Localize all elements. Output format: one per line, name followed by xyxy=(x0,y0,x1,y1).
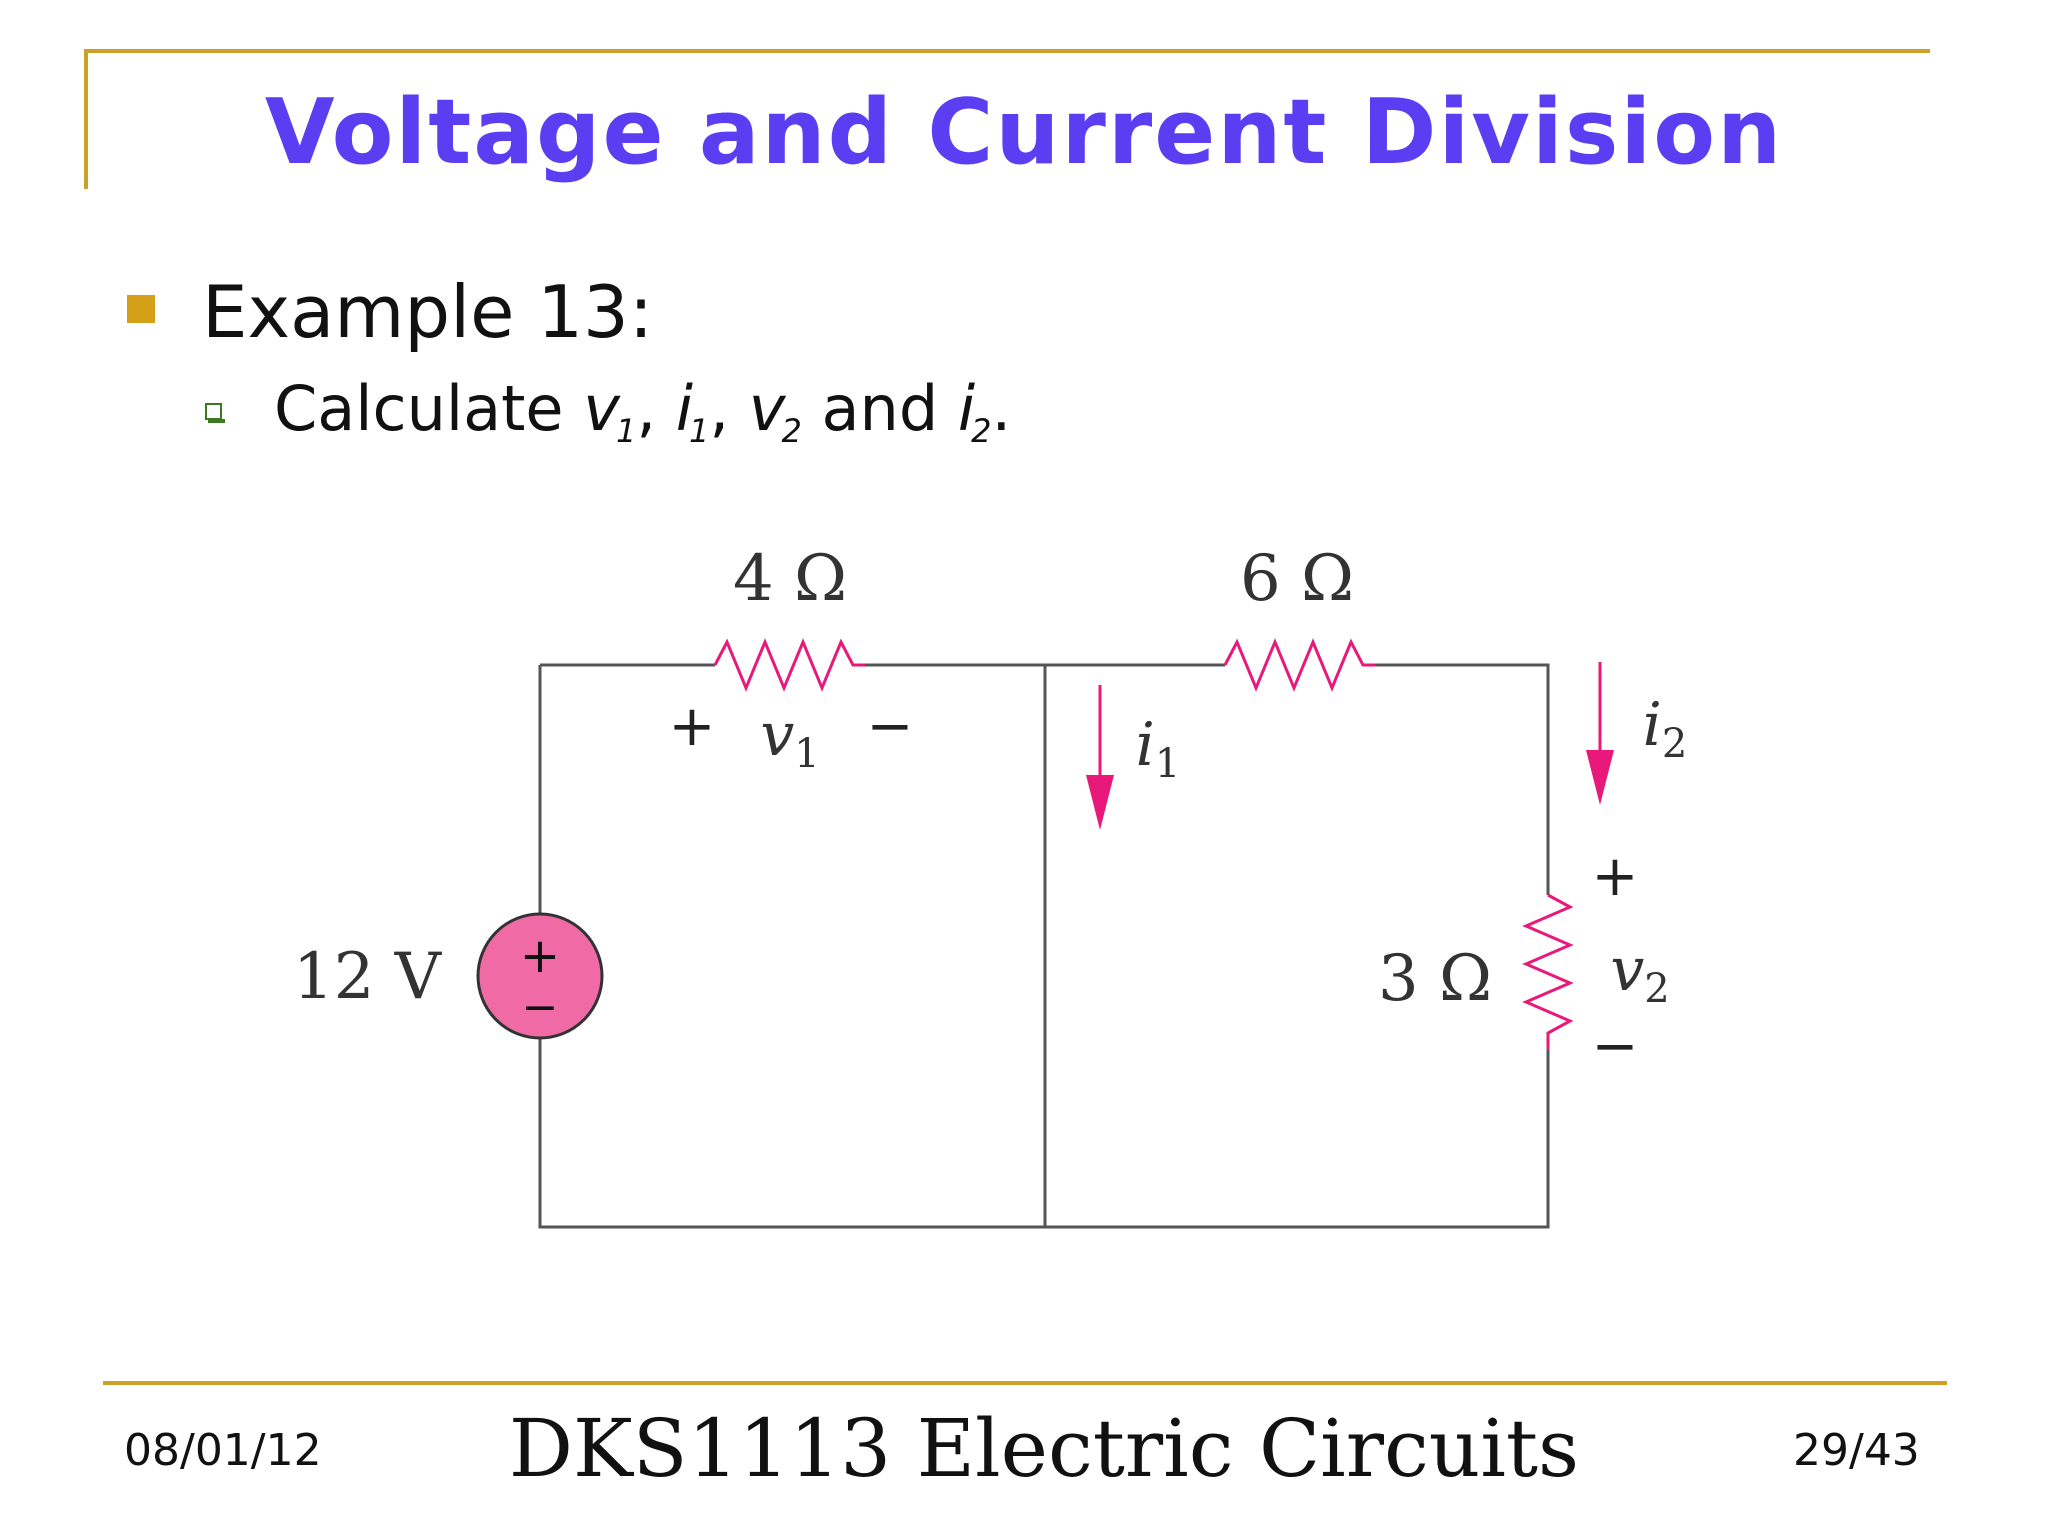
v1-var: v xyxy=(760,700,794,770)
title-frame-left xyxy=(84,49,88,189)
bullet-square-icon xyxy=(127,295,155,323)
v1-sub: 1 xyxy=(794,731,819,777)
sub-bullet-text: Calculate v1, i1, v2 and i2. xyxy=(274,372,1011,450)
r3-label: 3 Ω xyxy=(1378,942,1492,1016)
footer-course: DKS1113 Electric Circuits xyxy=(508,1402,1580,1495)
i1-var: i xyxy=(1136,710,1155,780)
resistor-3ohm xyxy=(1522,893,1574,1050)
slide-title: Voltage and Current Division xyxy=(264,80,1784,185)
footer-page-number: 29/43 xyxy=(1793,1425,1920,1476)
var-i1-sub: 1 xyxy=(689,412,710,450)
v2-label: v2 xyxy=(1610,935,1669,1012)
source-minus: − xyxy=(522,982,559,1033)
var-v1-sub: 1 xyxy=(615,412,637,450)
resistor-6ohm xyxy=(1223,638,1375,692)
r2-label: 6 Ω xyxy=(1240,542,1354,616)
title-frame-top xyxy=(84,49,1930,53)
sep2: , xyxy=(709,372,749,445)
and-word: and xyxy=(801,372,958,445)
i1-sub: 1 xyxy=(1155,741,1180,787)
v2-var: v xyxy=(1610,935,1644,1005)
wire-top-right xyxy=(1375,663,1550,895)
v1-label: v1 xyxy=(760,700,819,777)
i2-arrow xyxy=(1586,662,1614,805)
source-plus: + xyxy=(520,928,560,984)
i2-sub: 2 xyxy=(1662,721,1687,767)
var-v2-sub: 2 xyxy=(781,412,802,450)
v2-plus: + xyxy=(1592,844,1639,909)
bullet-text: Example 13: xyxy=(202,270,654,354)
var-v1: v xyxy=(583,372,620,445)
v1-plus: + xyxy=(669,694,716,759)
var-v2: v xyxy=(748,372,786,445)
var-i1: i xyxy=(675,372,693,445)
sub-bullet-prefix: Calculate xyxy=(274,372,584,445)
v2-minus: − xyxy=(1592,1014,1639,1079)
sep1: , xyxy=(636,372,676,445)
i1-arrow xyxy=(1086,685,1114,830)
resistor-4ohm xyxy=(713,638,865,692)
footer-date: 08/01/12 xyxy=(124,1425,322,1476)
end-period: . xyxy=(991,372,1012,445)
i2-var: i xyxy=(1643,690,1662,760)
v1-minus: − xyxy=(867,694,914,759)
source-label: 12 V xyxy=(293,940,443,1014)
v2-sub: 2 xyxy=(1644,966,1669,1012)
i2-label: i2 xyxy=(1643,690,1688,767)
var-i2: i xyxy=(957,372,976,445)
wires xyxy=(538,663,1550,1229)
var-i2-sub: 2 xyxy=(971,412,992,450)
i1-label: i1 xyxy=(1136,710,1181,787)
sub-bullet-box-icon xyxy=(205,403,225,423)
voltage-source xyxy=(476,912,604,1040)
footer-divider xyxy=(103,1381,1947,1385)
r1-label: 4 Ω xyxy=(733,542,847,616)
